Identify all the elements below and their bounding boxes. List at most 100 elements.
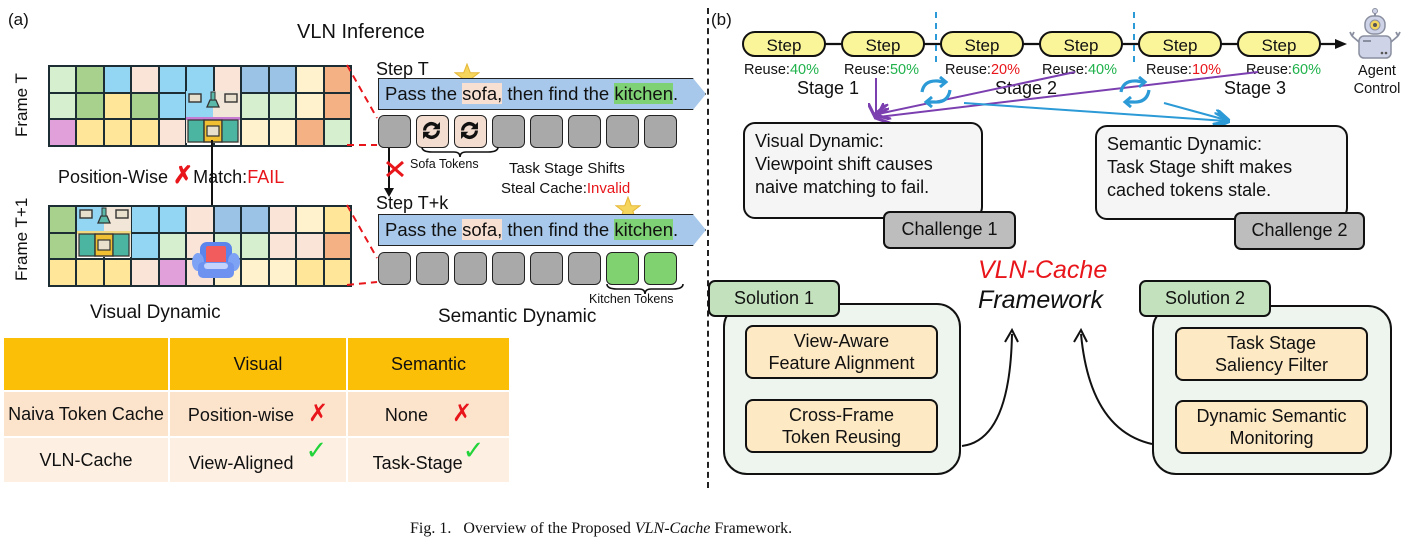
refresh-icon [423,121,440,140]
grid-cell [324,233,350,259]
grid-cell [132,93,158,119]
framework-name: VLN-Cache [978,256,1108,284]
grid-cell [242,233,268,259]
fail-cross-icon: ✗ [173,162,194,189]
grid-cell [104,67,131,92]
cross-icon: ✗ [307,400,329,427]
sofa-tokens-label: Sofa Tokens [410,157,479,171]
sofa-token [416,115,449,148]
grid-cell [132,233,158,259]
token [378,252,411,285]
grid-cell [297,93,323,119]
solution-1-item: Cross-Frame Token Reusing [745,399,938,453]
caption-text: Overview of the Proposed [463,520,635,537]
step-transition-arrow [384,148,404,197]
reuse-prefix: Reuse: [744,62,790,78]
refresh-icon [461,121,478,140]
reuse-value: 40% [1087,62,1117,78]
grid-cell [104,260,131,285]
step-node: Step [1138,31,1222,57]
grid-cell [132,120,158,145]
grid-cell [297,233,323,259]
cycle-icon [920,76,952,108]
challenge-1-title: Visual Dynamic: [755,131,884,151]
visual-dynamic-label: Visual Dynamic [90,302,221,323]
grid-cell [214,207,241,232]
caption-prefix: Fig. 1. [410,520,452,537]
grid-cell [297,207,323,232]
steal-cache-text: Steal Cache: [501,180,587,197]
grid-cell [159,233,186,259]
panel-b-label: (b) [711,10,732,29]
token [416,252,449,285]
solution-1-tag: Solution 1 [708,280,840,317]
token [492,252,525,285]
challenge-2-tag: Challenge 2 [1234,212,1365,250]
cell-text: View-Aligned [188,453,294,473]
framework-word: Framework [978,286,1104,314]
challenge-2-card: Semantic Dynamic: Task Stage shift makes… [1095,125,1348,220]
token [454,252,487,285]
grid-cell [50,93,76,119]
grid-cell [132,67,158,92]
kitchen-highlight: kitchen [614,219,673,240]
step-node: Step [1237,31,1321,57]
grid-cell [269,233,296,259]
token [568,115,601,148]
stage-label: Stage 1 [797,78,860,98]
grid-cell [77,93,103,119]
step-t-label: Step T [376,59,429,79]
grid-cell [187,67,213,92]
reuse-prefix: Reuse: [945,62,991,78]
step-node: Step [742,31,826,57]
challenge-2-text: Task Stage shift makes [1107,157,1293,177]
stage-label: Stage 2 [995,78,1058,98]
token-row-step-tk [378,252,677,285]
grid-cell [50,120,76,145]
grid-cell [297,120,323,145]
cell-text: Task-Stage [372,453,463,473]
cell-text: None [384,405,428,425]
caption-text: Framework. [710,520,793,537]
instruction-text: Pass the [385,219,463,240]
solution-item-text: Task Stage [1226,333,1317,353]
grid-cell [324,260,350,285]
table-cell-visual: View-Aligned✓ [170,435,346,482]
step-node: Step [1039,31,1123,57]
zoom-guide-lines [346,64,378,286]
cycle-icon [1119,76,1151,108]
grid-cell [269,260,296,285]
grid-cell [187,207,213,232]
kitchen-icon [77,207,131,257]
step-node: Step [841,31,925,57]
token [644,115,677,148]
solution-item-text: Saliency Filter [1214,355,1329,375]
figure-caption: Fig. 1. Overview of the Proposed VLN-Cac… [410,520,792,538]
grid-cell [50,67,76,92]
grid-cell [242,93,268,119]
step-node: Step [940,31,1024,57]
match-text: Match: [193,167,248,187]
grid-cell [159,120,186,145]
solution-2-item: Task Stage Saliency Filter [1175,327,1368,381]
sofa-highlight: sofa, [462,219,503,240]
token [530,252,563,285]
reuse-value: 10% [1191,62,1221,78]
kitchen-tokens-label: Kitchen Tokens [589,292,674,306]
grid-cell [297,67,323,92]
grid-cell [159,260,186,285]
grid-cell [132,207,158,232]
challenge-1-tag: Challenge 1 [883,211,1016,249]
solution-2-item: Dynamic Semantic Monitoring [1175,400,1368,454]
grid-cell [269,207,296,232]
grid-cell [159,67,186,92]
grid-cell [214,67,241,92]
grid-cell [324,93,350,119]
reuse-value: 50% [889,62,919,78]
grid-cell [50,207,76,232]
grid-cell [159,93,186,119]
stage-divider [935,12,937,62]
instruction-text: . [673,83,679,104]
solution-2-tag: Solution 2 [1139,280,1271,317]
reuse-rate: Reuse:20% [945,62,1020,78]
